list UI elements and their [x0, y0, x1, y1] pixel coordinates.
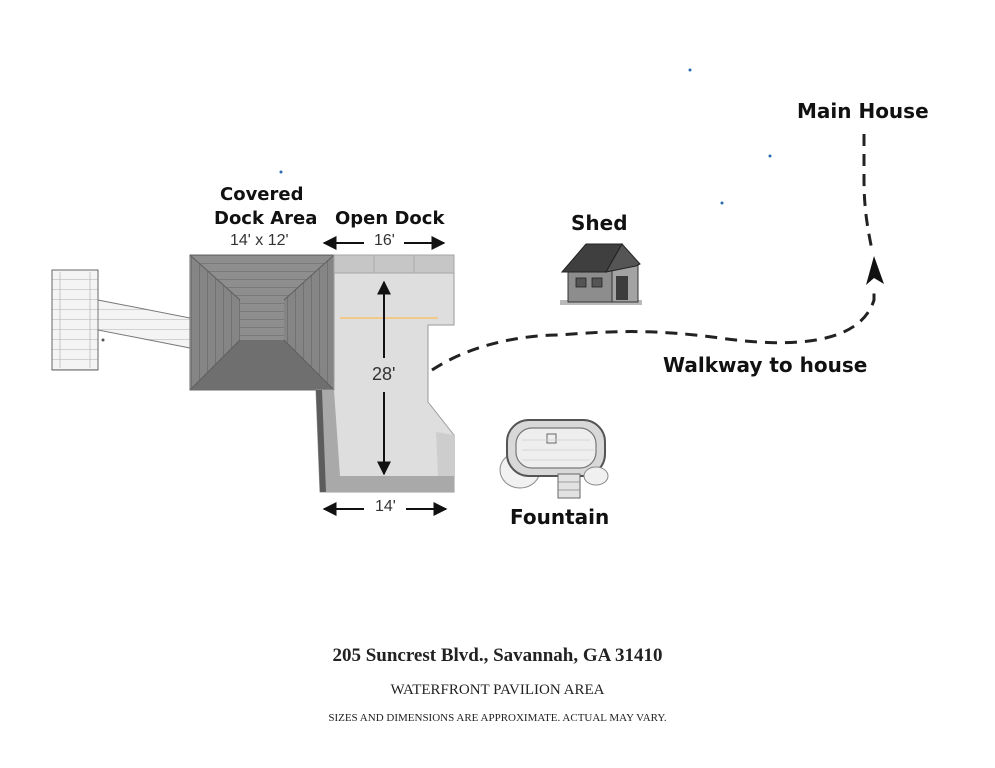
fountain-icon: [499, 419, 609, 499]
walkway-label: Walkway to house: [663, 353, 868, 377]
open-dock-width: 16': [374, 232, 395, 249]
gangway-ramp: [97, 299, 191, 349]
area-title: WATERFRONT PAVILION AREA: [390, 682, 605, 698]
walkway-arrowhead: [866, 256, 884, 285]
fountain-label: Fountain: [510, 505, 610, 529]
covered-dock-size: 14' x 12': [230, 232, 289, 249]
shed-icon: [560, 243, 642, 305]
disclaimer: SIZES AND DIMENSIONS ARE APPROXIMATE. AC…: [328, 712, 667, 724]
dock-length: 28': [372, 364, 396, 384]
main-house-path: [862, 134, 874, 251]
boat-platform: [51, 269, 99, 371]
address-line: 205 Suncrest Blvd., Savannah, GA 31410: [332, 645, 663, 666]
walkway-path: [431, 288, 876, 372]
stray-dots: [279, 68, 772, 205]
covered-dock-label-line2: Dock Area: [214, 208, 318, 229]
shed-label: Shed: [571, 211, 628, 235]
covered-dock-label-line1: Covered: [220, 184, 304, 205]
dimension-arrows: [322, 236, 448, 516]
covered-dock-roof: [189, 254, 335, 391]
main-house-label: Main House: [797, 99, 929, 123]
open-dock-label: Open Dock: [335, 208, 445, 229]
open-dock-deck: [315, 254, 455, 493]
dock-bottom-width: 14': [375, 498, 396, 515]
